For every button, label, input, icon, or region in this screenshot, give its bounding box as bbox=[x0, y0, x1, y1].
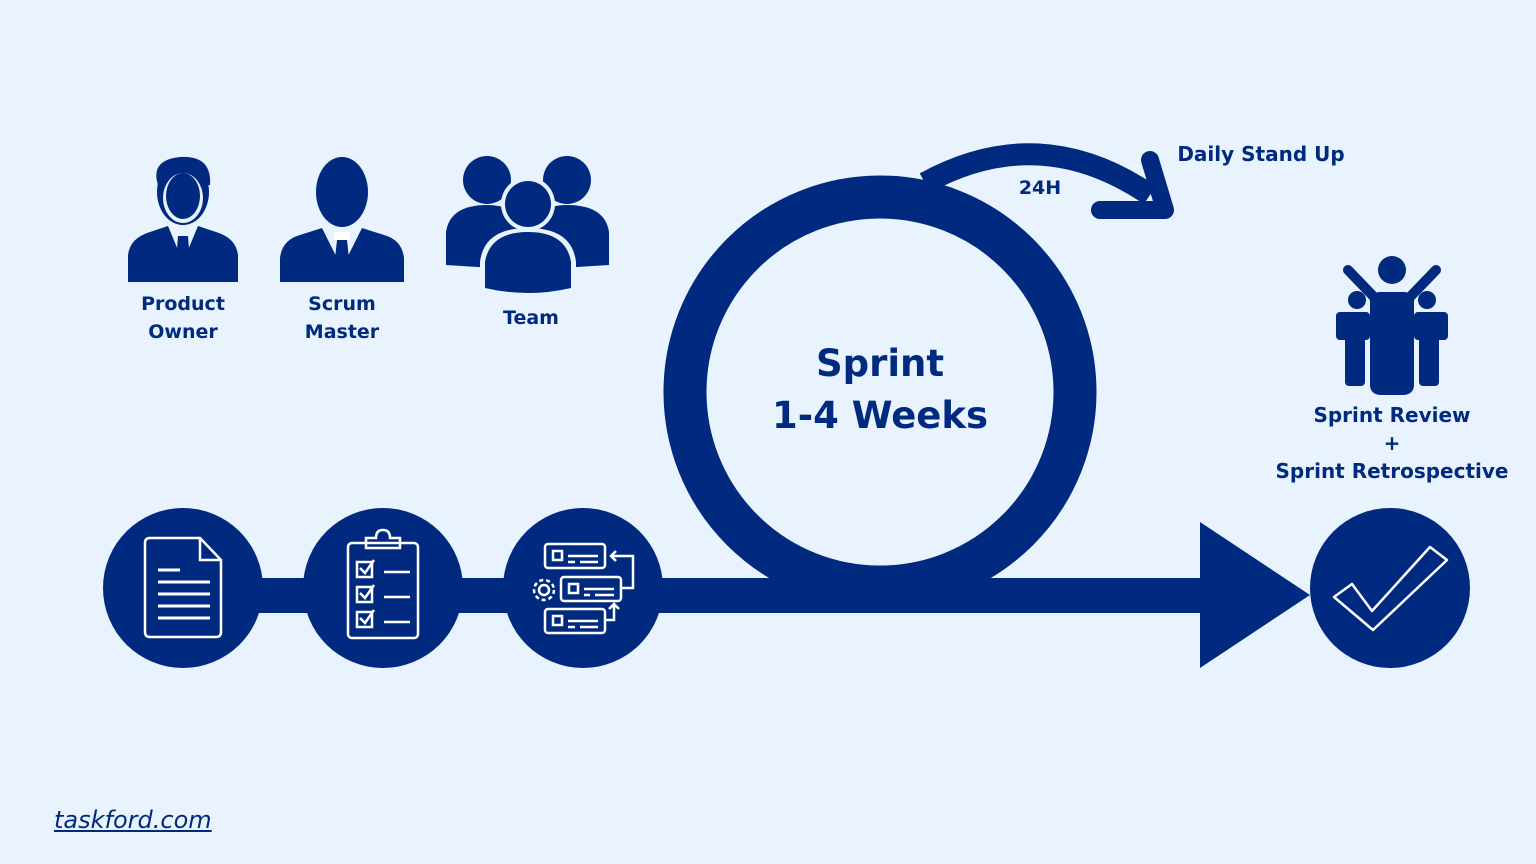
sprint-title: Sprint bbox=[815, 342, 945, 385]
sprint-review-label: Sprint Review + Sprint Retrospective bbox=[1276, 401, 1509, 485]
checkmark-icon bbox=[1332, 545, 1449, 632]
daily-cycle-label: 24H bbox=[1018, 177, 1062, 199]
team-icon bbox=[446, 156, 609, 293]
product-owner-label-line2: Owner bbox=[148, 321, 218, 343]
backlog-workflow-step bbox=[503, 508, 663, 668]
document-icon bbox=[143, 536, 223, 639]
process-arrow-head bbox=[1200, 522, 1310, 668]
clipboard-checklist-icon bbox=[346, 528, 420, 640]
product-owner-icon bbox=[128, 156, 238, 282]
celebrating-team-icon bbox=[1336, 256, 1448, 395]
sprint-review-text: Sprint Review bbox=[1313, 403, 1471, 427]
backlog-workflow-icon bbox=[532, 542, 635, 635]
daily-cycle-arrow bbox=[919, 143, 1174, 219]
product-owner-label-line1: Product bbox=[141, 293, 225, 315]
sprint-duration: 1-4 Weeks bbox=[771, 394, 989, 437]
scrum-master-label-line1: Scrum bbox=[308, 293, 376, 315]
done-step bbox=[1310, 508, 1470, 668]
sprint-label: Sprint 1-4 Weeks bbox=[772, 338, 988, 442]
sprint-backlog-step bbox=[303, 508, 463, 668]
daily-stand-up-label: Daily Stand Up bbox=[1177, 142, 1345, 166]
plus-sign: + bbox=[1383, 431, 1401, 455]
team-label: Team bbox=[503, 307, 559, 329]
document-step bbox=[103, 508, 263, 668]
scrum-master-icon bbox=[280, 157, 404, 282]
sprint-retrospective-text: Sprint Retrospective bbox=[1275, 459, 1509, 483]
taskford-link[interactable]: taskford.com bbox=[54, 806, 212, 834]
sprint-loop-ring bbox=[663, 175, 1097, 609]
scrum-master-label-line2: Master bbox=[304, 321, 380, 343]
